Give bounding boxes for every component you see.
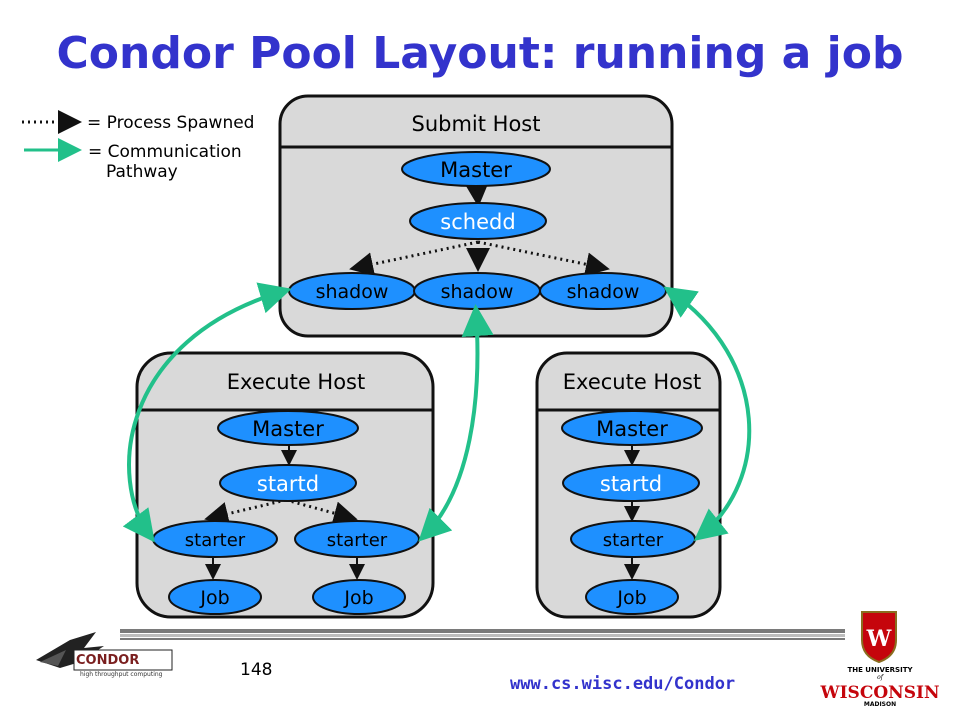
wisconsin-wordmark: THE UNIVERSITY of WISCONSIN MADISON [820, 666, 940, 708]
slide-title: Condor Pool Layout: running a job [56, 28, 904, 79]
execute1-master-node: Master [217, 410, 359, 446]
communication-pathways [122, 282, 752, 543]
svg-text:Master: Master [596, 417, 668, 441]
comm-shadow1-starter1 [122, 282, 292, 543]
execute1-starter-node-2: starter [294, 520, 420, 558]
execute1-startd-node: startd [219, 464, 357, 502]
execute-host-1-title: Execute Host [227, 370, 365, 394]
legend-spawned-label: = Process Spawned [87, 113, 255, 133]
svg-text:MADISON: MADISON [864, 701, 896, 708]
legend-communication-label: = Communication [88, 142, 242, 162]
svg-text:Job: Job [343, 587, 373, 609]
execute1-starter-node-1: starter [152, 520, 278, 558]
svg-text:of: of [877, 674, 885, 681]
svg-text:starter: starter [327, 530, 388, 551]
condor-logo-text: CONDOR [76, 653, 139, 668]
page-number: 148 [240, 660, 273, 680]
svg-text:Master: Master [440, 158, 512, 182]
shadow-node-2: shadow [413, 272, 541, 310]
svg-text:WISCONSIN: WISCONSIN [820, 683, 940, 703]
svg-text:shadow: shadow [441, 281, 514, 303]
svg-text:shadow: shadow [316, 281, 389, 303]
svg-text:Job: Job [199, 587, 229, 609]
svg-text:shadow: shadow [567, 281, 640, 303]
schedd-node: schedd [409, 202, 547, 240]
submit-host-title: Submit Host [412, 112, 541, 136]
wisconsin-crest-letter: W [866, 626, 892, 652]
wisconsin-crest: W [861, 611, 897, 664]
svg-text:starter: starter [603, 530, 664, 551]
shadow-node-1: shadow [288, 272, 416, 310]
execute2-startd-node: startd [562, 464, 700, 502]
svg-text:THE UNIVERSITY: THE UNIVERSITY [847, 666, 913, 674]
execute2-master-node: Master [561, 410, 703, 446]
submit-master-node: Master [401, 151, 551, 187]
svg-text:Job: Job [616, 587, 646, 609]
execute2-starter-node: starter [570, 520, 696, 558]
footer-url[interactable]: www.cs.wisc.edu/Condor [510, 674, 736, 694]
condor-logo: CONDOR high throughput computing [36, 632, 173, 678]
comm-shadow2-starter2 [418, 304, 494, 542]
condor-logo-tagline: high throughput computing [80, 671, 163, 678]
shadow-node-3: shadow [539, 272, 667, 310]
comm-shadow3-starter3 [663, 286, 752, 542]
execute-host-2-title: Execute Host [563, 370, 701, 394]
footer-rule [120, 629, 845, 640]
execute2-job-node: Job [585, 579, 679, 615]
legend-communication-label-2: Pathway [106, 162, 178, 182]
svg-text:Master: Master [252, 417, 324, 441]
execute1-job-node-2: Job [312, 579, 406, 615]
svg-text:starter: starter [185, 530, 246, 551]
svg-text:startd: startd [600, 472, 662, 496]
execute1-job-node-1: Job [168, 579, 262, 615]
svg-text:startd: startd [257, 472, 319, 496]
svg-text:schedd: schedd [440, 210, 515, 234]
